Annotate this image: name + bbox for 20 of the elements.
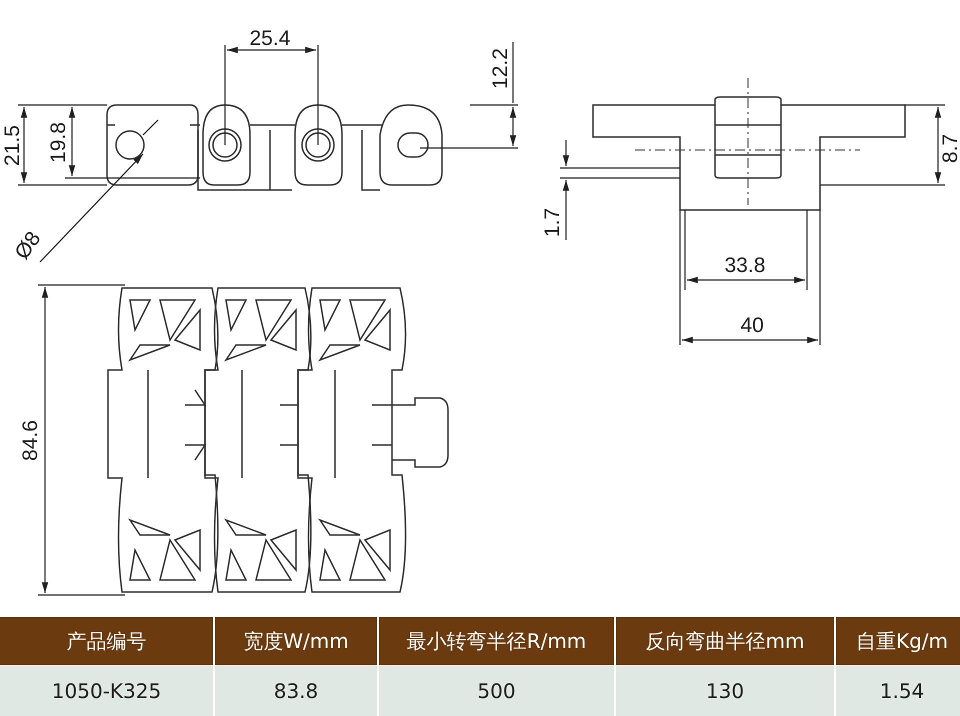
dimension-label: 19.8 <box>47 122 68 162</box>
table-cell: 500 <box>378 665 615 716</box>
dimension-label: 84.6 <box>19 420 40 460</box>
table-cell: 83.8 <box>214 665 378 716</box>
table-header: 宽度W/mm <box>214 617 378 665</box>
table-cell: 1050-K325 <box>0 665 214 716</box>
table-cell: 130 <box>615 665 835 716</box>
table-header: 最小转弯半径R/mm <box>378 617 615 665</box>
table-header: 产品编号 <box>0 617 214 665</box>
table-header: 自重Kg/m <box>835 617 960 665</box>
table-cell: 1.54 <box>835 665 960 716</box>
dimension-label: 12.2 <box>489 48 510 88</box>
dimension-label: 25.4 <box>250 28 290 48</box>
dimension-label: 8.7 <box>940 133 960 163</box>
table-header: 反向弯曲半径mm <box>615 617 835 665</box>
dimension-label: 21.5 <box>1 124 22 166</box>
dimension-label: 1.7 <box>542 207 563 237</box>
dimension-label: 40 <box>740 314 764 336</box>
dimension-label: 33.8 <box>724 254 766 276</box>
dimension-label: Ø8 <box>11 228 45 262</box>
